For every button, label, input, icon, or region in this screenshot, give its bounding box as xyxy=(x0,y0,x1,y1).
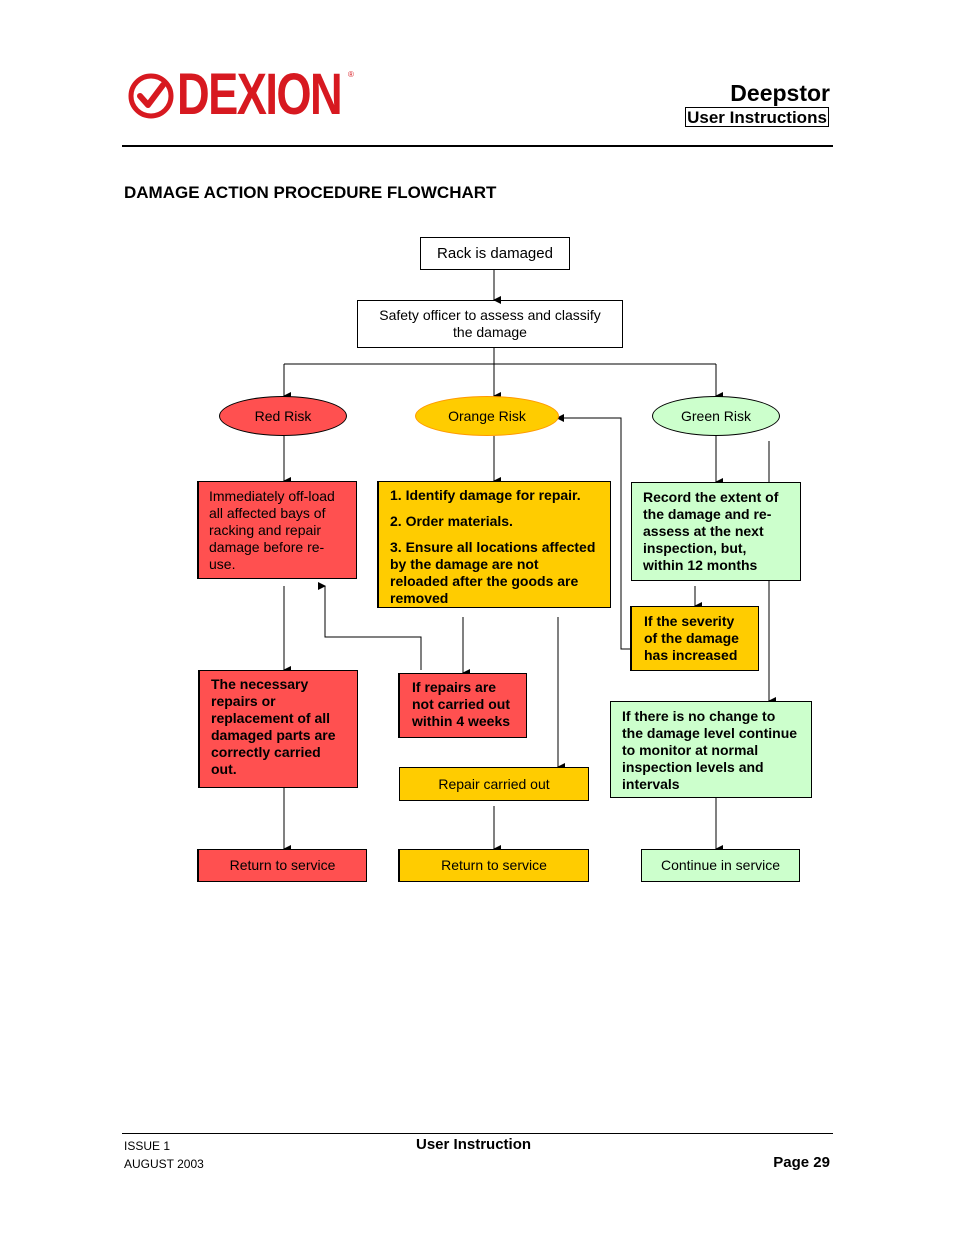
green-risk-node: Green Risk xyxy=(652,396,780,436)
assess-node: Safety officer to assess and classify th… xyxy=(357,300,623,348)
red-return-node: Return to service xyxy=(197,849,367,882)
not-repaired-node: If repairs are not carried out within 4 … xyxy=(398,673,527,738)
header-divider xyxy=(122,145,833,147)
connector-severity-to-orange xyxy=(556,414,631,650)
orange-step-3: 3. Ensure all locations affected by the … xyxy=(390,539,596,606)
no-change-node: If there is no change to the damage leve… xyxy=(610,701,812,798)
document-title: Deepstor xyxy=(730,80,830,106)
orange-action-node: 1. Identify damage for repair. 2. Order … xyxy=(377,481,611,608)
footer-title: User Instruction xyxy=(416,1136,532,1153)
footer-issue: ISSUE 1 xyxy=(124,1139,171,1153)
severity-increased-node: If the severity of the damage has increa… xyxy=(630,606,759,671)
document-subtitle: User Instructions xyxy=(685,107,829,127)
logo-registered-mark: ® xyxy=(348,70,354,79)
start-node: Rack is damaged xyxy=(420,237,570,270)
dexion-check-icon xyxy=(128,73,174,119)
green-continue-node: Continue in service xyxy=(641,849,800,882)
orange-step-1: 1. Identify damage for repair. xyxy=(390,487,581,503)
repair-done-node: Repair carried out xyxy=(399,767,589,801)
logo-wordmark: DEXION xyxy=(177,62,343,127)
footer-divider xyxy=(122,1133,833,1134)
orange-return-node: Return to service xyxy=(398,849,589,882)
footer-date: AUGUST 2003 xyxy=(124,1157,204,1171)
orange-step-2: 2. Order materials. xyxy=(390,513,513,529)
page-number: Page 29 xyxy=(773,1154,830,1171)
orange-risk-node: Orange Risk xyxy=(415,396,559,436)
red-repairs-node: The necessary repairs or replacement of … xyxy=(198,670,358,788)
section-heading: DAMAGE ACTION PROCEDURE FLOWCHART xyxy=(124,183,497,202)
red-risk-node: Red Risk xyxy=(219,396,347,436)
connector-not-repaired-loop xyxy=(318,582,422,670)
red-action-node: Immediately off-load all affected bays o… xyxy=(197,481,357,579)
green-action-node: Record the extent of the damage and re-a… xyxy=(631,482,801,581)
